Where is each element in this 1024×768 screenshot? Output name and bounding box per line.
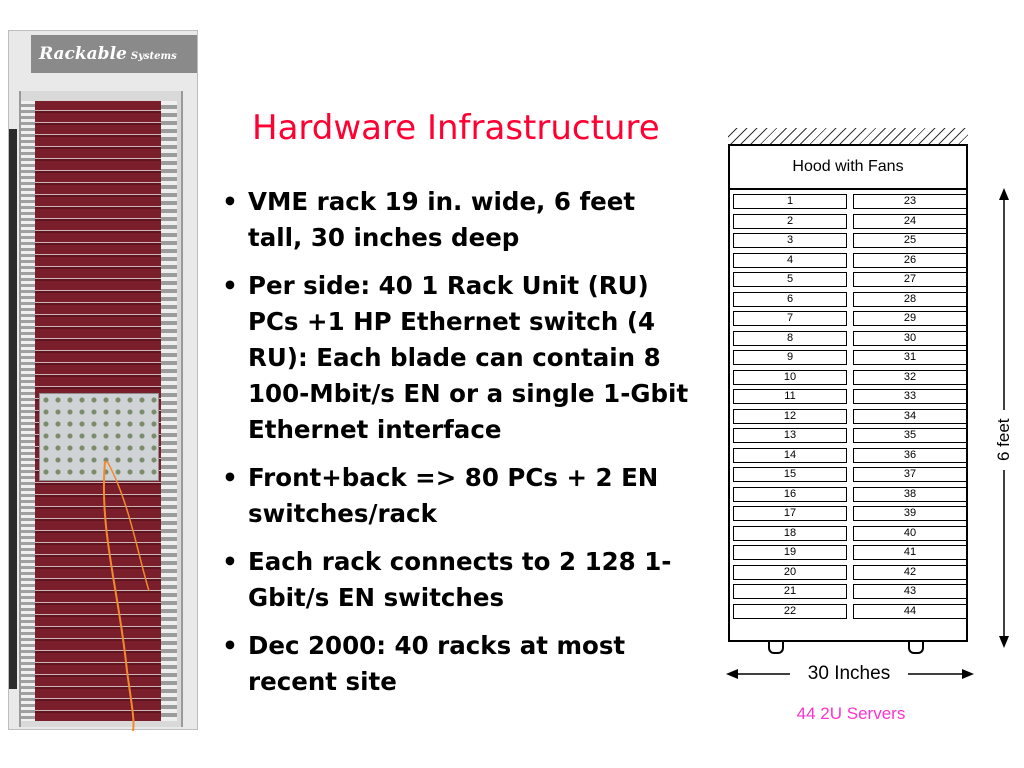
height-label: 6 feet (984, 410, 1024, 470)
rack-slot: 24 (853, 213, 967, 229)
rack-slot: 35 (853, 428, 967, 443)
bullet-item: • VME rack 19 in. wide, 6 feet tall, 30 i… (218, 184, 696, 256)
logo-sub-text: Systems (130, 51, 177, 62)
rack-slot: 23 (853, 194, 967, 209)
rack-slot: 6 (733, 291, 847, 307)
rack-slot: 20 (733, 564, 847, 580)
rack-slot: 37 (853, 467, 967, 482)
bullet-text: Per side: 40 1 Rack Unit (RU) PCs +1 HP … (248, 271, 689, 444)
rack-slot: 7 (733, 311, 847, 326)
rack-slot: 34 (853, 408, 967, 424)
rack-foot-right (908, 640, 924, 654)
slot-column-right: 23 24 25 26 27 28 29 30 31 32 33 34 35 36 37 38 39 40 41 42… (853, 194, 967, 623)
rack-slot: 13 (733, 428, 847, 443)
rack-slot: 19 (733, 545, 847, 560)
rack-slot: 11 (733, 389, 847, 404)
bullet-item: • Per side: 40 1 Rack Unit (RU) PCs +1 HP… (218, 268, 696, 448)
rack-slot: 29 (853, 311, 967, 326)
bullet-text: Each rack connects to 2 128 1-Gbit/s EN … (248, 547, 672, 612)
rack-slot: 5 (733, 272, 847, 287)
rack-slot: 28 (853, 291, 967, 307)
slide-title: Hardware Infrastructure (252, 108, 660, 148)
rack-slot: 22 (733, 603, 847, 619)
rack-slot: 12 (733, 408, 847, 424)
rack-slot: 36 (853, 447, 967, 463)
rack-slot: 33 (853, 389, 967, 404)
rack-ethernet-switch (39, 393, 159, 481)
width-label: 30 Inches (790, 662, 908, 686)
bullet-item: • Front+back => 80 PCs + 2 EN switches/ra… (218, 460, 696, 532)
rack-slot: 31 (853, 350, 967, 365)
rack-slot: 41 (853, 545, 967, 560)
rack-slot: 9 (733, 350, 847, 365)
rack-slot: 15 (733, 467, 847, 482)
rack-slot: 42 (853, 564, 967, 580)
bullet-text: Front+back => 80 PCs + 2 EN switches/rac… (248, 463, 659, 528)
bullet-text: Dec 2000: 40 racks at most recent site (248, 631, 626, 696)
rack-slot: 39 (853, 506, 967, 521)
bullet-text: VME rack 19 in. wide, 6 feet tall, 30 in… (248, 187, 636, 252)
rack-slot: 16 (733, 486, 847, 502)
rack-slot: 44 (853, 603, 967, 619)
bullet-list: • VME rack 19 in. wide, 6 feet tall, 30 i… (218, 184, 696, 712)
rack-slot: 27 (853, 272, 967, 287)
rack-slot: 10 (733, 369, 847, 385)
rack-slot: 43 (853, 584, 967, 599)
bullet-item: • Dec 2000: 40 racks at most recent site (218, 628, 696, 700)
servers-caption: 44 2U Servers (796, 704, 906, 723)
rack-foot-left (768, 640, 784, 654)
bullet-glyph: • (222, 187, 238, 216)
bullet-glyph: • (222, 547, 238, 576)
rack-slot: 17 (733, 506, 847, 521)
bullet-glyph: • (222, 271, 238, 300)
rack-slot: 4 (733, 252, 847, 268)
rack-slot: 26 (853, 252, 967, 268)
rack-slot: 3 (733, 233, 847, 248)
bullet-glyph: • (222, 463, 238, 492)
rack-slot: 2 (733, 213, 847, 229)
hood-label: Hood with Fans (728, 144, 968, 190)
rack-slot: 32 (853, 369, 967, 385)
rack-slot: 30 (853, 330, 967, 346)
rack-slot: 25 (853, 233, 967, 248)
rack-slot: 14 (733, 447, 847, 463)
logo-main-text: Rackable (39, 44, 127, 64)
rack-slot: 21 (733, 584, 847, 599)
rack-slot: 18 (733, 525, 847, 541)
bullet-glyph: • (222, 631, 238, 660)
rack-slot: 40 (853, 525, 967, 541)
rack-slot: 1 (733, 194, 847, 209)
rack-slot: 8 (733, 330, 847, 346)
rack-side-bar (9, 129, 17, 689)
rack-slot: 38 (853, 486, 967, 502)
hood-hatching (728, 128, 968, 148)
bullet-item: • Each rack connects to 2 128 1-Gbit/s EN… (218, 544, 696, 616)
